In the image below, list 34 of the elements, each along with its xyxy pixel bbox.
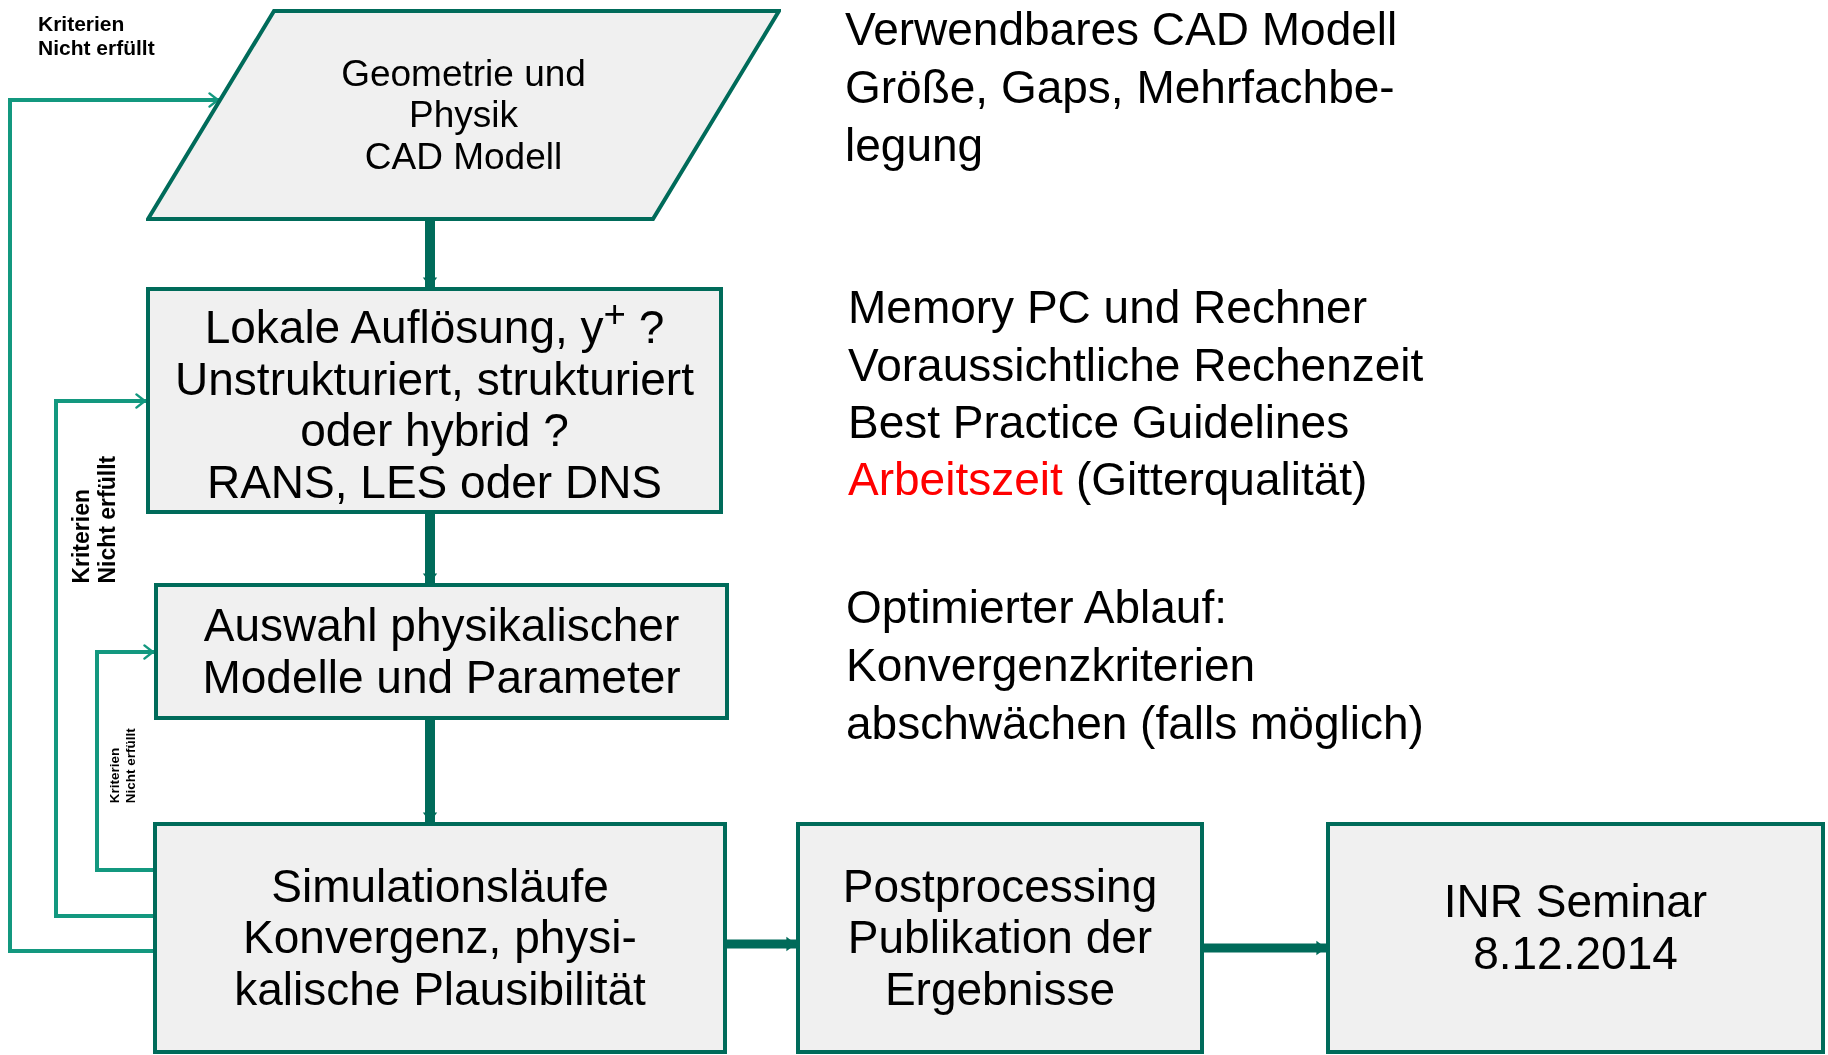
node-text: Konvergenz, physi- kalische Plausibilität — [233, 912, 647, 1016]
node-text: Lokale Auflösung, y$^{+}$ ? — [204, 292, 665, 354]
flow-arrow — [422, 514, 438, 583]
node-text: 8.12.2014 — [1473, 928, 1678, 980]
feedback-arrow — [95, 644, 154, 872]
feedback-arrow — [54, 393, 153, 918]
node-text: RANS, LES oder DNS — [206, 456, 663, 509]
node-text: Publikation der Ergebnisse — [847, 912, 1153, 1016]
node-text: Auswahl physikalischer Modelle und Parameter — [201, 600, 682, 703]
node-text: Unstrukturiert, strukturiert oder hybrid ? — [174, 353, 695, 457]
process-box — [1326, 822, 1825, 1054]
process-box — [154, 583, 729, 720]
flow-arrow — [422, 221, 438, 287]
annotation-text: Optimierter Ablauf: — [846, 580, 1228, 635]
node-text: Geometrie und Physik — [340, 52, 587, 136]
annotation-text: Memory PC und Rechner — [848, 280, 1368, 335]
node-text: Postprocessing — [842, 860, 1158, 913]
flow-arrow — [727, 936, 796, 952]
node-text: CAD Modell — [364, 135, 563, 178]
process-box — [153, 822, 727, 1054]
annotation-text: (Gitterqualität) — [1076, 452, 1368, 507]
flow-arrow — [1204, 940, 1326, 956]
annotation-text: Best Practice Guidelines — [848, 395, 1351, 450]
flow-arrow — [422, 720, 438, 822]
process-box — [796, 822, 1204, 1054]
feedback-arrow — [8, 92, 220, 953]
annotation-text: Voraussichtliche Rechenzeit — [848, 338, 1425, 393]
process-box — [146, 287, 723, 514]
annotation-text: Konvergenzkriterien abschwächen (falls möglich) — [846, 638, 1425, 751]
annotation-text: Größe, Gaps, Mehrfachbe- legung — [845, 60, 1396, 173]
annotation-text: Arbeitszeit — [848, 452, 1063, 507]
node-text: Simulationsläufe — [271, 860, 609, 913]
annotation-text: Verwendbares CAD Modell — [845, 2, 1399, 57]
node-text: INR Seminar — [1443, 876, 1708, 928]
